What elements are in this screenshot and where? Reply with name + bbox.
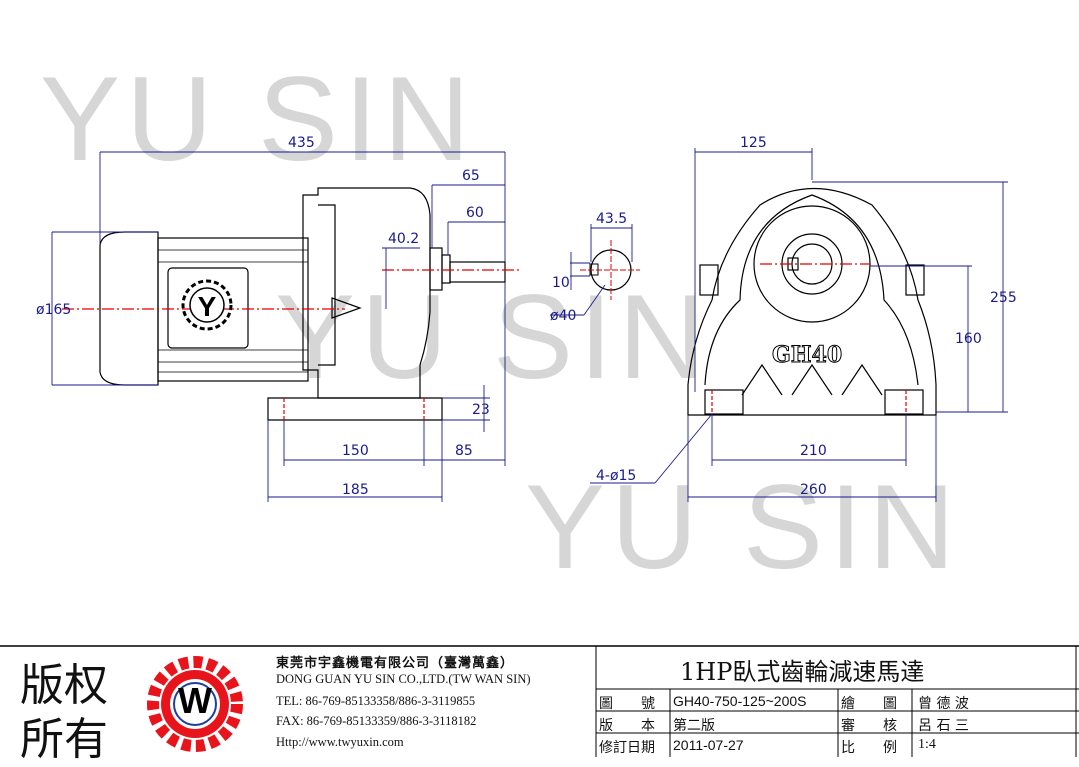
row1-label1: 圖 號 (599, 696, 655, 712)
row1-value1: GH40-750-125~200S (673, 693, 807, 709)
company-logo-letter: W (178, 680, 212, 721)
row3-value1: 2011-07-27 (673, 737, 744, 753)
company-fax: FAX: 86-769-85133359/886-3-3118182 (276, 714, 477, 728)
dim-foot-height: 23 (472, 402, 490, 418)
company-url[interactable]: Http://www.twyuxin.com (276, 735, 404, 749)
row3-label1: 修訂日期 (599, 740, 655, 756)
row2-value1: 第二版 (673, 718, 715, 734)
product-title: 1HP臥式齒輪減速馬達 (680, 658, 925, 686)
front-view (687, 187, 937, 416)
row1-label2: 繪 圖 (841, 696, 897, 712)
title-block: 版权 所有 W 東莞市宇鑫機電有限公司（臺灣萬鑫） DONG GUAN YU S… (0, 645, 1079, 765)
dim-shaft-diameter: ø40 (550, 308, 576, 324)
row2-label1: 版 本 (599, 718, 655, 734)
dim-foot-hole-spacing: 150 (342, 443, 369, 459)
dim-base-width: 260 (800, 482, 827, 498)
row2-label2: 審 核 (841, 718, 897, 734)
dim-foot-end: 85 (455, 443, 473, 459)
company-name-cn: 東莞市宇鑫機電有限公司（臺灣萬鑫） (276, 656, 515, 671)
row3-value2: 1:4 (918, 737, 936, 752)
dim-overall-length: 435 (288, 135, 315, 151)
copyright-line2: 所有 (20, 714, 108, 765)
side-view (62, 187, 520, 421)
dim-shaft-length: 60 (466, 205, 484, 221)
watermark-bottom: YU SIN (525, 460, 961, 594)
row2-value2: 呂 石 三 (918, 718, 969, 734)
dim-holes: 4-ø15 (596, 468, 636, 484)
dim-shaft-outer: 65 (462, 168, 480, 184)
watermark-top: YU SIN (40, 52, 476, 186)
copyright-line1: 版权 (20, 660, 108, 711)
front-model-cast: GH40 (772, 342, 842, 368)
company-tel: TEL: 86-769-85133358/886-3-3119855 (276, 694, 476, 708)
front-dimensions (590, 148, 1008, 502)
dim-shaft-width: 43.5 (596, 211, 627, 227)
side-logo-gear-icon: Y (181, 279, 233, 331)
dim-foot-length: 185 (342, 482, 369, 498)
row3-label2: 比 例 (841, 740, 897, 756)
dim-shaft-center-height: 160 (955, 331, 982, 347)
dim-shaft-offset: 40.2 (388, 231, 419, 247)
side-logo-letter: Y (198, 291, 217, 322)
dim-hole-spacing: 210 (800, 443, 827, 459)
title-block-grid (0, 645, 1079, 757)
watermark-middle: YU SIN (275, 270, 711, 404)
dim-front-height: 255 (990, 290, 1017, 306)
dim-motor-diameter: ø165 (36, 302, 71, 318)
company-logo-icon (147, 656, 243, 752)
dim-front-half-width: 125 (740, 135, 767, 151)
company-name-en: DONG GUAN YU SIN CO.,LTD.(TW WAN SIN) (276, 672, 531, 686)
side-dimensions (51, 151, 506, 502)
row1-value2: 曾 德 波 (918, 696, 969, 712)
dim-key: 10 (552, 275, 570, 291)
shaft-section (550, 224, 640, 316)
